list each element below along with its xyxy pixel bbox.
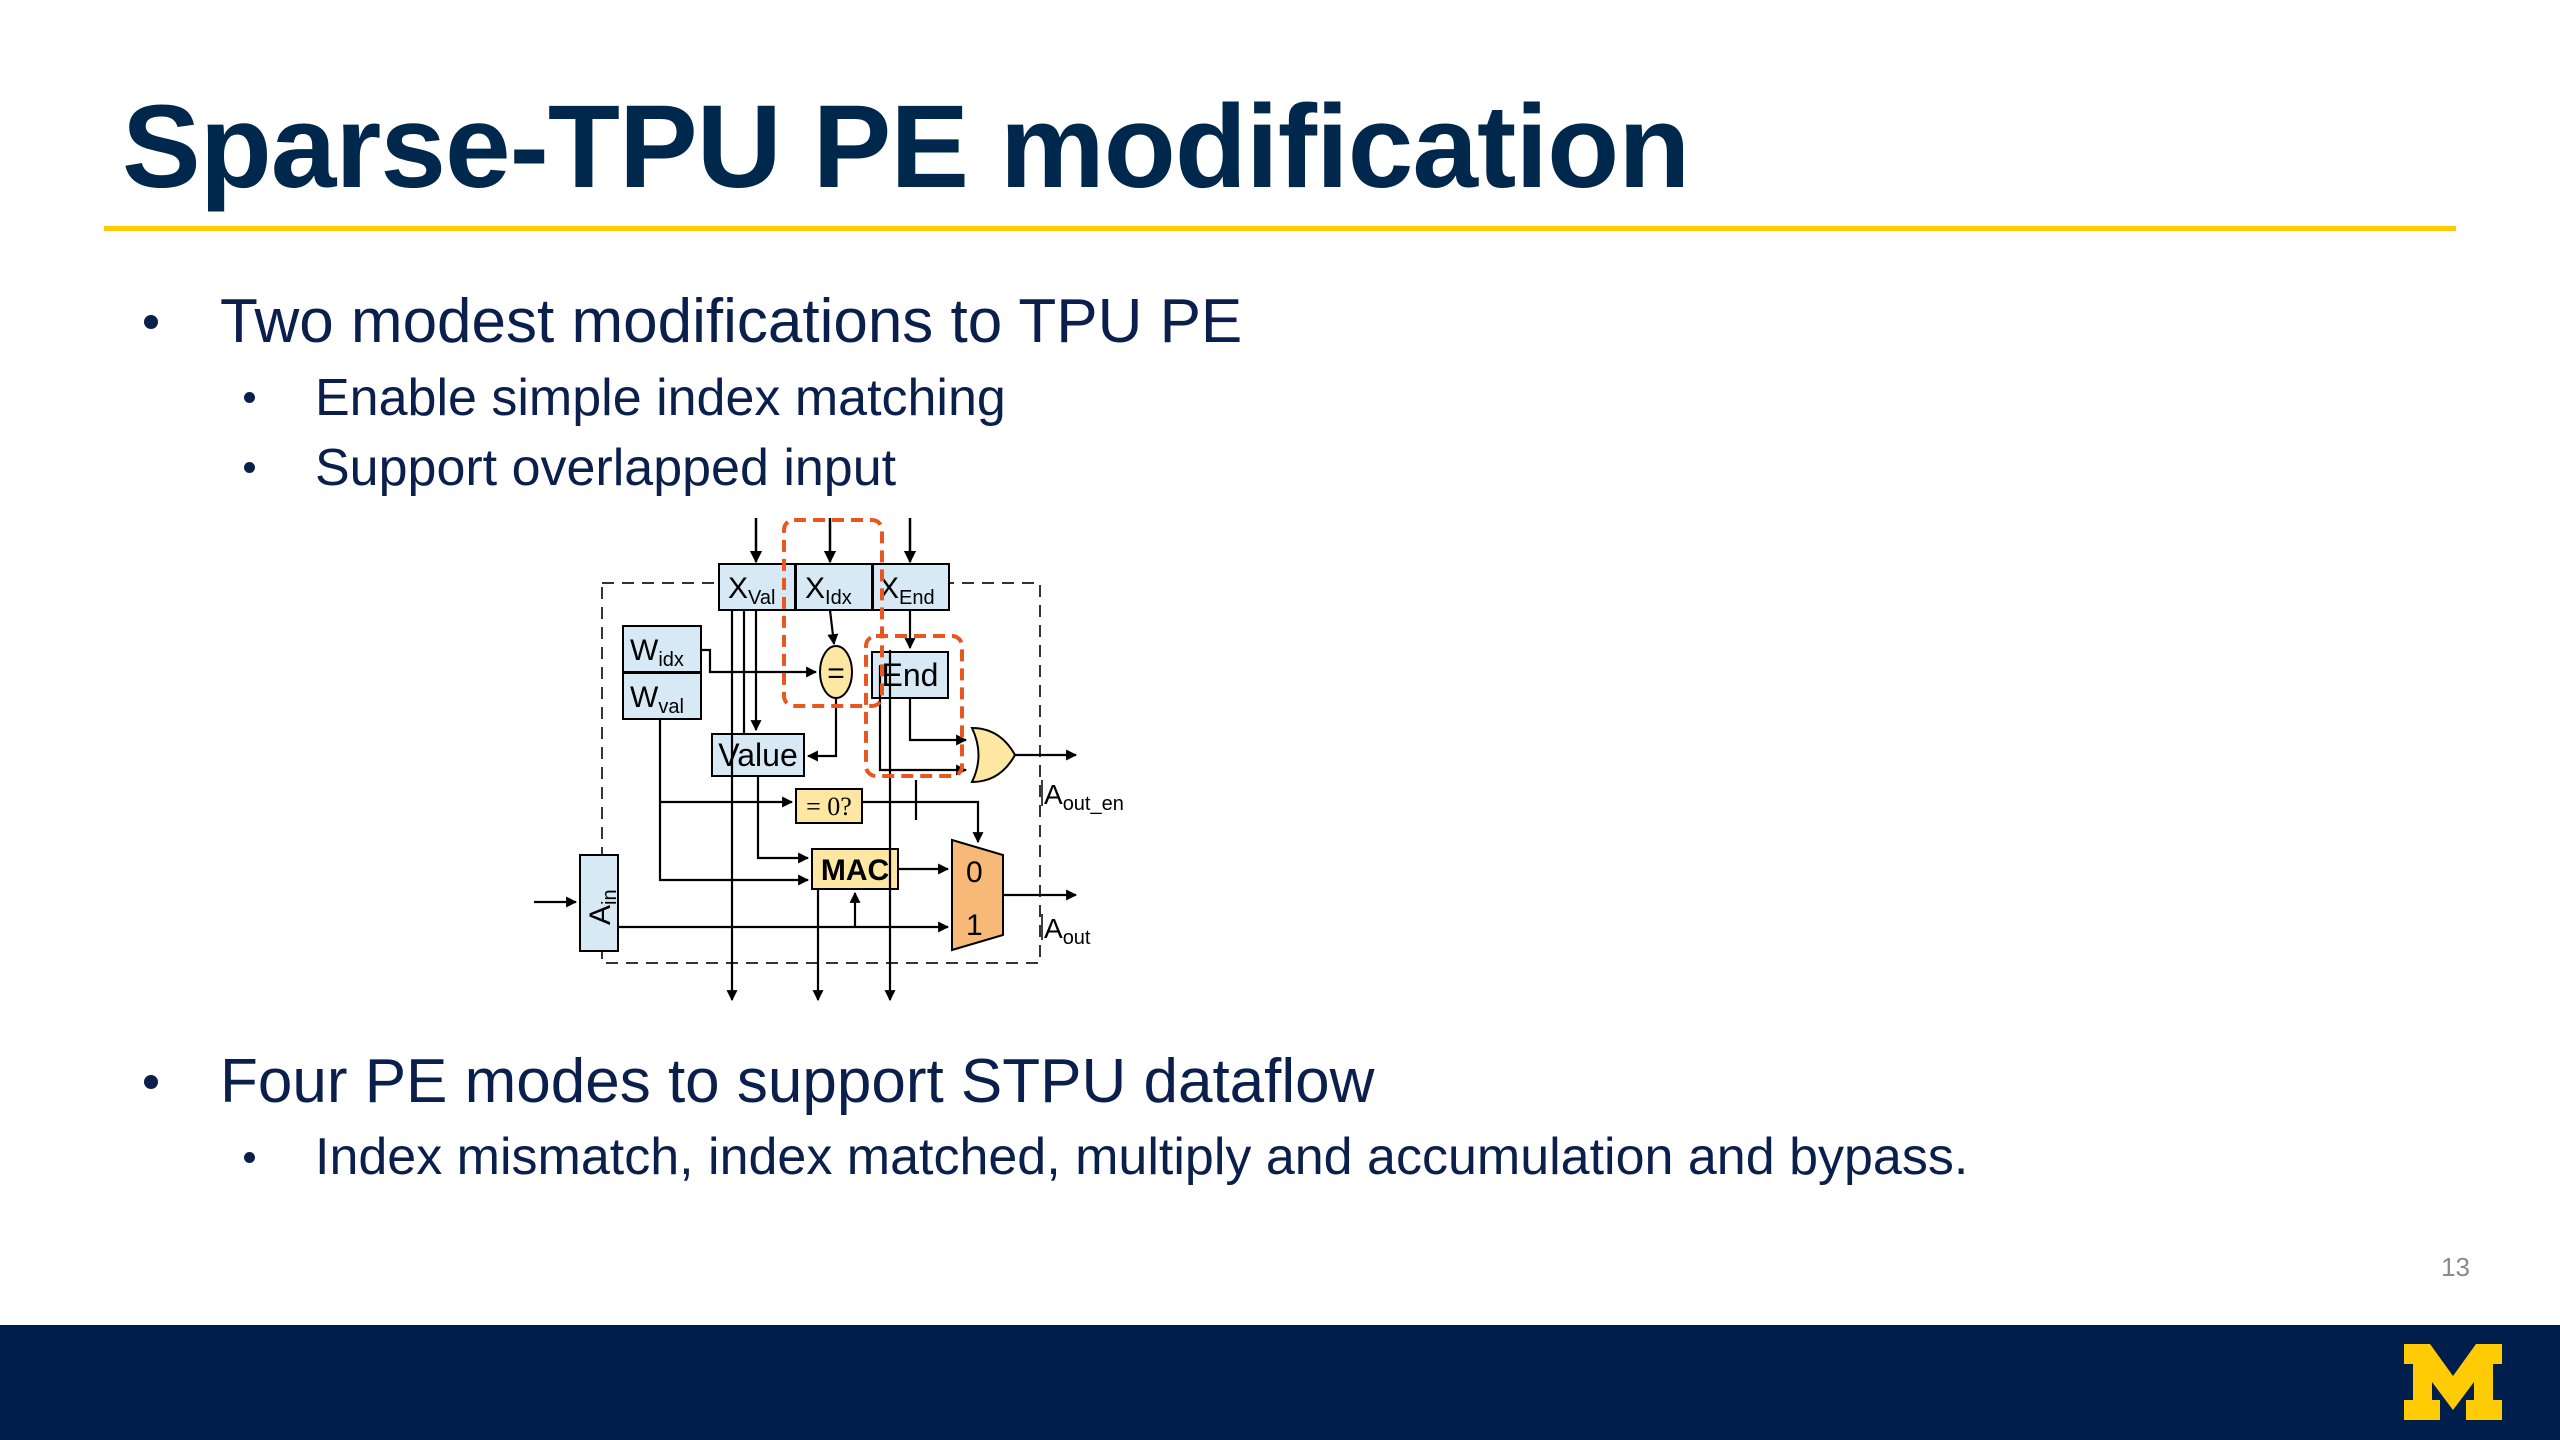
svg-text:Ain: Ain (584, 889, 621, 925)
index-comparator: = (819, 645, 853, 699)
slide-number: 13 (2441, 1252, 2470, 1282)
w-val-register: Wval (622, 672, 702, 720)
output-mux: 0 1 (951, 838, 1004, 952)
index-match-highlight (782, 518, 884, 708)
svg-text:Widx: Widx (630, 634, 684, 671)
end-logic-highlight (864, 634, 964, 778)
zero-check-unit: = 0? (795, 788, 863, 824)
bullet-main-2: Four PE modes to support STPU dataflow (220, 1047, 1375, 1116)
x-end-register: XEnd (872, 563, 950, 611)
svg-text:XIdx: XIdx (805, 572, 852, 609)
svg-text:Aout: Aout (1044, 913, 1091, 949)
svg-text:1: 1 (966, 909, 983, 942)
bullet-sub-1-2: Support overlapped input (315, 439, 897, 497)
value-register: Value (711, 733, 805, 777)
bullet-sub-2-1: Index mismatch, index matched, multiply … (315, 1128, 1969, 1186)
sub-bullet-dot (244, 392, 255, 403)
x-idx-register: XIdx (795, 563, 873, 611)
sub-bullet-dot (244, 462, 255, 473)
svg-text:XEnd: XEnd (879, 572, 935, 609)
or-gate (970, 726, 1017, 784)
svg-text:Wval: Wval (630, 681, 684, 718)
mac-unit: MAC (811, 848, 899, 890)
pe-wiring (534, 609, 1078, 1002)
svg-text:0: 0 (966, 856, 983, 889)
slide-title: Sparse-TPU PE modification (122, 81, 1690, 213)
svg-text:Value: Value (718, 737, 797, 773)
svg-text:= 0?: = 0? (806, 792, 852, 821)
block-m-logo (2404, 1344, 2502, 1420)
bullet-sub-1-1: Enable simple index matching (315, 369, 1006, 427)
svg-text:XVal: XVal (728, 572, 775, 609)
bullet-main-1: Two modest modifications to TPU PE (220, 287, 1243, 356)
a-in-register: Ain (579, 854, 621, 952)
a-out-label: Aout (1041, 913, 1091, 949)
w-idx-register: Widx (622, 625, 702, 673)
pe-diagram: XVal XIdx XEnd Widx Wval = End Value = 0… (534, 518, 1124, 1002)
bullet-dot (144, 1075, 158, 1089)
svg-text:Aout_en: Aout_en (1044, 779, 1124, 815)
pe-boundary (601, 582, 1041, 964)
sub-bullet-dot (244, 1152, 255, 1163)
svg-text:=: = (827, 657, 845, 690)
svg-text:MAC: MAC (821, 854, 889, 887)
title-underline (104, 226, 2456, 231)
bullet-dot (144, 315, 158, 329)
a-out-en-label: Aout_en (1041, 779, 1124, 815)
footer-bar (0, 1325, 2560, 1440)
